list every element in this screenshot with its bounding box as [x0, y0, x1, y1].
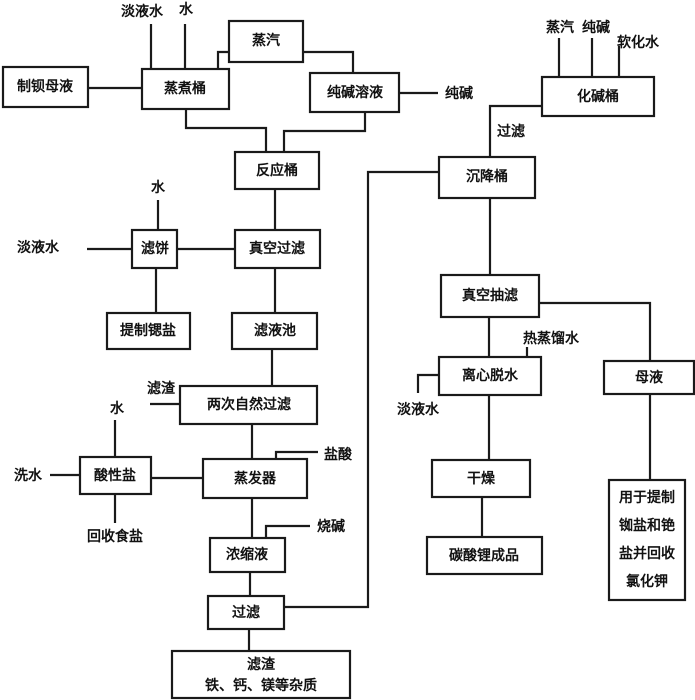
- node-label: 真空抽滤: [462, 287, 518, 304]
- node-label: 滤渣: [247, 656, 276, 673]
- box-concentrate: 浓缩液: [208, 536, 287, 574]
- node-label: 离心脱水: [462, 367, 519, 384]
- node-label: 盐并回收: [619, 545, 676, 562]
- node-label: 蒸发器: [234, 470, 277, 487]
- node-label: 蒸汽: [252, 32, 280, 49]
- box-filter-cake: 滤饼: [130, 228, 179, 270]
- label-dilute-water: 淡液水: [121, 3, 164, 20]
- box-filter-residue: 滤渣 铁、钙、镁等杂质: [170, 649, 352, 700]
- label-hydrochloric-acid: 盐酸: [324, 446, 353, 463]
- label-wash-water: 洗水: [14, 467, 43, 484]
- label-hot-distilled-water: 热蒸馏水: [523, 330, 580, 347]
- node-label: 浓缩液: [226, 546, 269, 563]
- node-label: 用于提制: [619, 489, 675, 506]
- node-label: 纯碱溶液: [327, 84, 384, 101]
- node-label: 干燥: [467, 470, 496, 487]
- node-label: 铁、钙、镁等杂质: [205, 677, 317, 694]
- label-soda-ash: 纯碱: [445, 85, 473, 102]
- box-vacuum-suction-filter: 真空抽滤: [439, 273, 541, 319]
- box-steam: 蒸汽: [227, 19, 305, 64]
- node-label: 真空过滤: [249, 240, 305, 257]
- box-strontium-salt: 提制锶盐: [105, 311, 192, 351]
- label-steam: 蒸汽: [546, 19, 574, 36]
- label-dilute-water: 淡液水: [17, 239, 60, 256]
- label-dilute-water: 淡液水: [397, 401, 440, 418]
- node-label: 母液: [635, 369, 664, 386]
- box-vacuum-filter: 真空过滤: [233, 228, 322, 270]
- box-filtrate-pool: 滤液池: [230, 311, 319, 351]
- node-label: 氯化钾: [626, 573, 668, 590]
- box-soda-solution: 纯碱溶液: [308, 71, 401, 114]
- box-evaporator: 蒸发器: [201, 457, 309, 500]
- node-label: 反应桶: [256, 162, 298, 179]
- node-label: 提制锶盐: [120, 322, 176, 339]
- input-labels: 淡液水 水 纯碱 水 淡液水 滤渣 水 洗水 回收食盐 盐酸 烧碱 蒸汽 纯碱 …: [14, 1, 660, 545]
- box-alkali-tank: 化碱桶: [540, 75, 656, 118]
- node-label: 蒸煮桶: [164, 80, 206, 97]
- node-label: 碳酸锂成品: [449, 547, 519, 564]
- label-filter-residue: 滤渣: [147, 380, 176, 397]
- box-drying: 干燥: [430, 458, 532, 499]
- label-soda-ash: 纯碱: [582, 19, 610, 36]
- label-water: 水: [151, 179, 166, 196]
- box-rubidium-cesium-recovery: 用于提制 铷盐和铯 盐并回收 氯化钾: [607, 478, 687, 602]
- node-label: 制钡母液: [17, 78, 74, 95]
- box-filter: 过滤: [206, 594, 286, 631]
- box-cooking-tank: 蒸煮桶: [140, 67, 231, 111]
- node-label: 滤饼: [141, 240, 169, 257]
- label-water: 水: [179, 1, 194, 18]
- box-centrifugal-dewater: 离心脱水: [437, 355, 543, 397]
- label-water: 水: [110, 400, 125, 417]
- node-label: 滤液池: [254, 322, 296, 339]
- node-label: 过滤: [232, 604, 260, 621]
- label-softened-water: 软化水: [617, 34, 660, 51]
- box-settling-tank: 沉降桶: [437, 155, 537, 200]
- node-label: 两次自然过滤: [207, 396, 291, 413]
- box-acid-salt: 酸性盐: [78, 455, 153, 496]
- node-label: 酸性盐: [94, 467, 136, 484]
- connectors: [50, 24, 652, 651]
- label-caustic-soda: 烧碱: [317, 518, 345, 535]
- box-double-natural-filter: 两次自然过滤: [178, 384, 319, 426]
- label-filtering: 过滤: [497, 123, 525, 140]
- box-lithium-carbonate-product: 碳酸锂成品: [425, 535, 544, 576]
- box-barium-mother-liquor: 制钡母液: [1, 65, 90, 109]
- node-label: 沉降桶: [466, 168, 508, 185]
- label-recover-salt: 回收食盐: [87, 528, 143, 545]
- node-label: 化碱桶: [577, 88, 619, 105]
- box-reaction-tank: 反应桶: [233, 150, 321, 191]
- box-mother-liquor: 母液: [602, 359, 695, 396]
- node-label: 铷盐和铯: [619, 517, 675, 534]
